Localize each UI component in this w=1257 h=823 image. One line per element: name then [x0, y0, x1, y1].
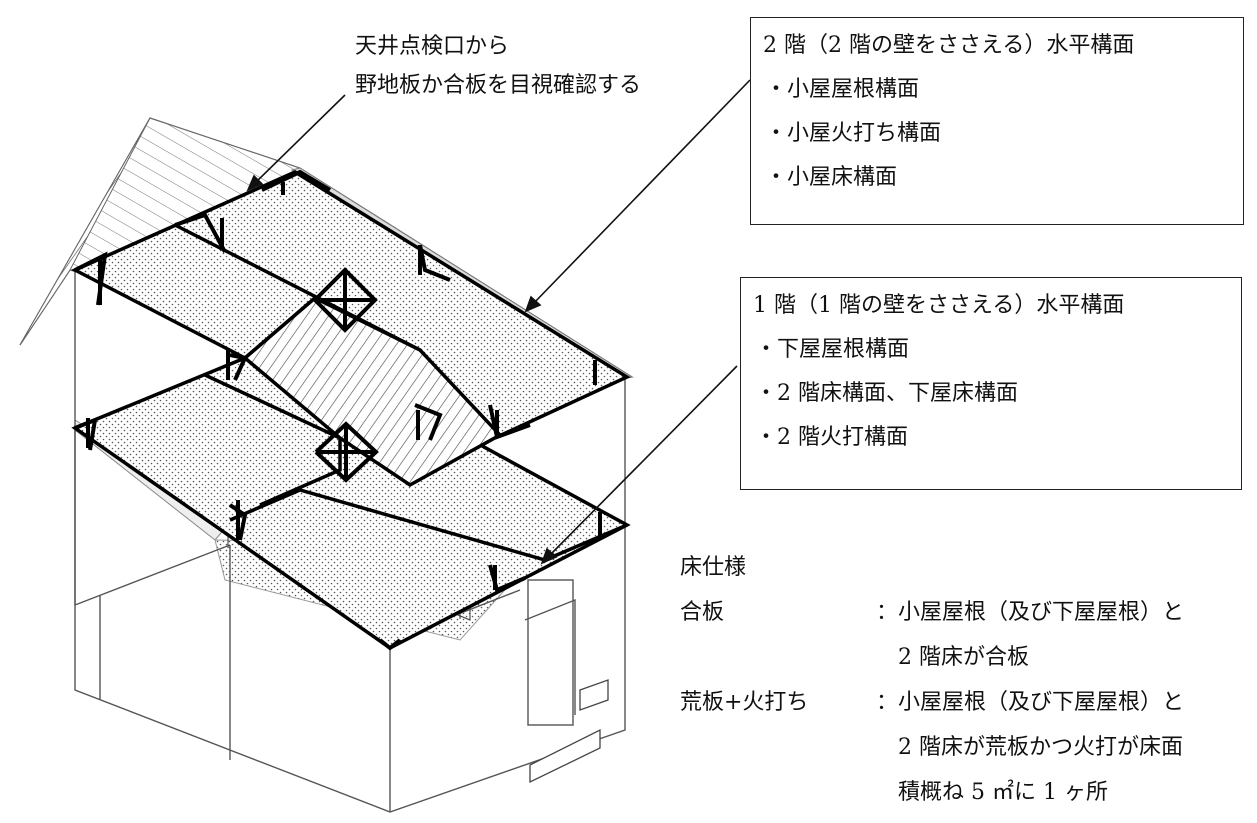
- lower-plane-item: ・下屋屋根構面: [755, 337, 910, 362]
- spec-term-plywood: 合板: [680, 600, 725, 625]
- lower-plane-item: ・2 階床構面、下屋床構面: [755, 381, 1018, 406]
- spec-cont-rough-board: 積概ね 5 ㎡に 1 ヶ所: [898, 780, 1108, 805]
- door-step: [529, 679, 609, 784]
- spec-desc-plywood: ：小屋屋根（及び下屋屋根）と: [876, 600, 1185, 625]
- upper-plane-item: ・小屋火打ち構面: [765, 121, 942, 146]
- lower-plane-box: 1 階（1 階の壁をささえる）水平構面 ・下屋屋根構面 ・2 階床構面、下屋床構…: [740, 277, 1242, 490]
- callout-line-2: 野地板か合板を目視確認する: [355, 73, 642, 98]
- upper-plane-box: 2 階（2 階の壁をささえる）水平構面 ・小屋屋根構面 ・小屋火打ち構面 ・小屋…: [750, 17, 1244, 225]
- lower-horizontal-plane: [71, 295, 631, 651]
- ceiling-hatch-callout: 天井点検口から 野地板か合板を目視確認する: [355, 27, 641, 105]
- callout-line-1: 天井点検口から: [355, 34, 510, 59]
- house-walls: [74, 270, 626, 813]
- spec-term-rough-board: 荒板+火打ち: [680, 690, 809, 715]
- spec-cont-plywood: 2 階床が合板: [898, 645, 1029, 670]
- callout-arrows: [246, 79, 751, 565]
- upper-plane-item: ・小屋屋根構面: [765, 77, 920, 102]
- lower-plane-title: 1 階（1 階の壁をささえる）水平構面: [753, 293, 1125, 318]
- fire-strut-braces: [74, 169, 602, 651]
- lower-plane-item: ・2 階火打構面: [755, 425, 908, 450]
- spec-desc-rough-board: ：小屋屋根（及び下屋屋根）と: [876, 690, 1185, 715]
- upper-plane-item: ・小屋床構面: [765, 165, 898, 190]
- floor-spec-heading: 床仕様: [680, 555, 747, 580]
- upper-plane-title: 2 階（2 階の壁をささえる）水平構面: [763, 33, 1135, 58]
- spec-cont-rough-board: 2 階床が荒板かつ火打が床面: [898, 735, 1183, 760]
